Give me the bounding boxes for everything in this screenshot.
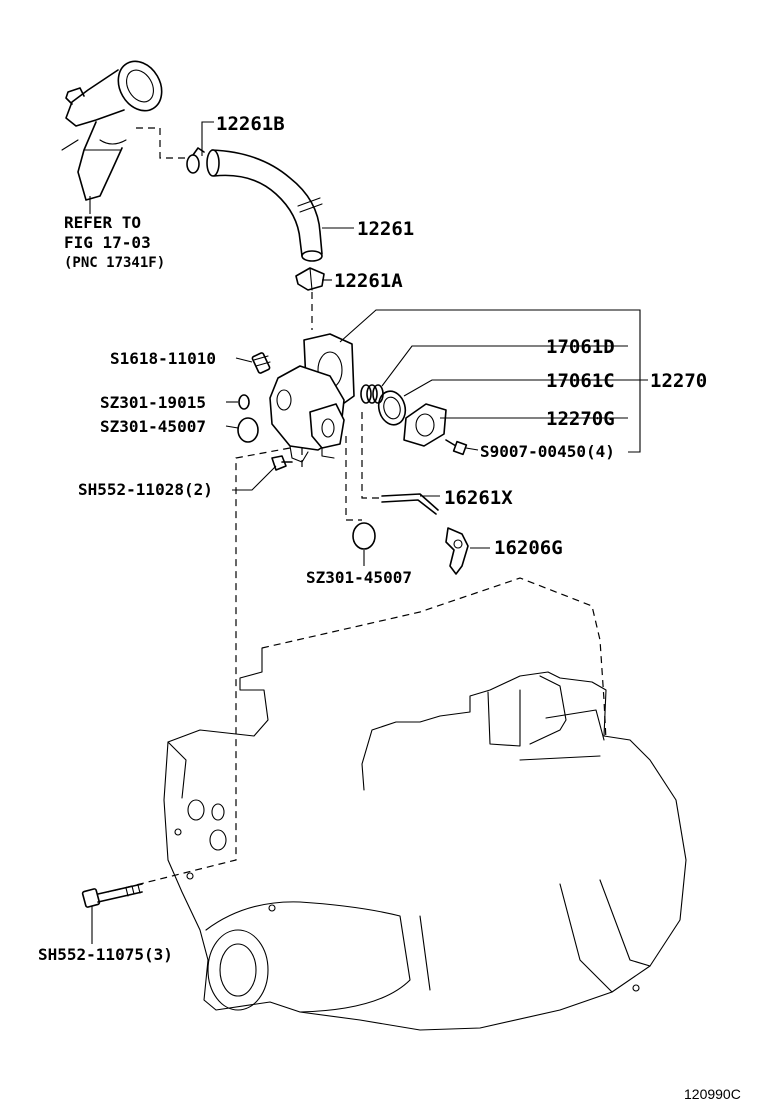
dash-line-outlet-engine xyxy=(107,447,291,893)
label-SH552-11075: SH552-11075(3) xyxy=(38,945,173,964)
dash-line-oring-b xyxy=(345,436,362,521)
thermostat-12270G-drawing xyxy=(403,403,447,447)
hose-12261-drawing xyxy=(206,149,323,262)
bolt-SH55211075-drawing xyxy=(81,883,143,908)
figure-code: 120990C xyxy=(684,1086,741,1102)
engine-block-drawing xyxy=(163,577,687,1031)
label-16261X: 16261X xyxy=(444,487,513,509)
bolt-S9007-drawing xyxy=(445,439,468,456)
pipe-16261X-drawing xyxy=(381,493,439,515)
label-12261B: 12261B xyxy=(216,113,285,135)
plug-S1618-drawing xyxy=(251,352,271,374)
bolt-SH55211028-drawing xyxy=(271,455,293,471)
label-17061D: 17061D xyxy=(546,336,615,358)
label-12270: 12270 xyxy=(650,370,707,392)
label-SZ301-45007-lower: SZ301-45007 xyxy=(306,568,412,587)
leader-lines xyxy=(89,121,648,944)
label-12261: 12261 xyxy=(357,218,414,240)
intake-elbow-drawing xyxy=(61,60,163,201)
refer-to-line3: (PNC 17341F) xyxy=(64,255,165,271)
dash-line-elbow-clamp xyxy=(136,127,186,159)
oring-SZ30145007b-drawing xyxy=(352,522,376,550)
label-S9007-00450: S9007-00450(4) xyxy=(480,442,615,461)
gasket-17061C-drawing xyxy=(377,390,407,426)
dash-line-pipe xyxy=(361,412,380,499)
label-16206G: 16206G xyxy=(494,537,563,559)
label-S1618-11010: S1618-11010 xyxy=(110,349,216,368)
refer-to-line2: FIG 17-03 xyxy=(64,233,151,252)
oring-SZ30145007a-drawing xyxy=(237,417,259,443)
label-SZ301-45007-upper: SZ301-45007 xyxy=(100,417,206,436)
label-12261A: 12261A xyxy=(334,270,403,292)
label-SZ301-19015: SZ301-19015 xyxy=(100,393,206,412)
label-17061C: 17061C xyxy=(546,370,615,392)
label-SH552-11028: SH552-11028(2) xyxy=(78,480,213,499)
clip-12261A-drawing xyxy=(295,267,325,291)
water-outlet-drawing xyxy=(269,333,355,463)
label-12270G: 12270G xyxy=(546,408,615,430)
bracket-16206G-drawing xyxy=(445,527,469,575)
refer-to-line1: REFER TO xyxy=(64,213,141,232)
oring-SZ30119015-drawing xyxy=(238,394,250,410)
